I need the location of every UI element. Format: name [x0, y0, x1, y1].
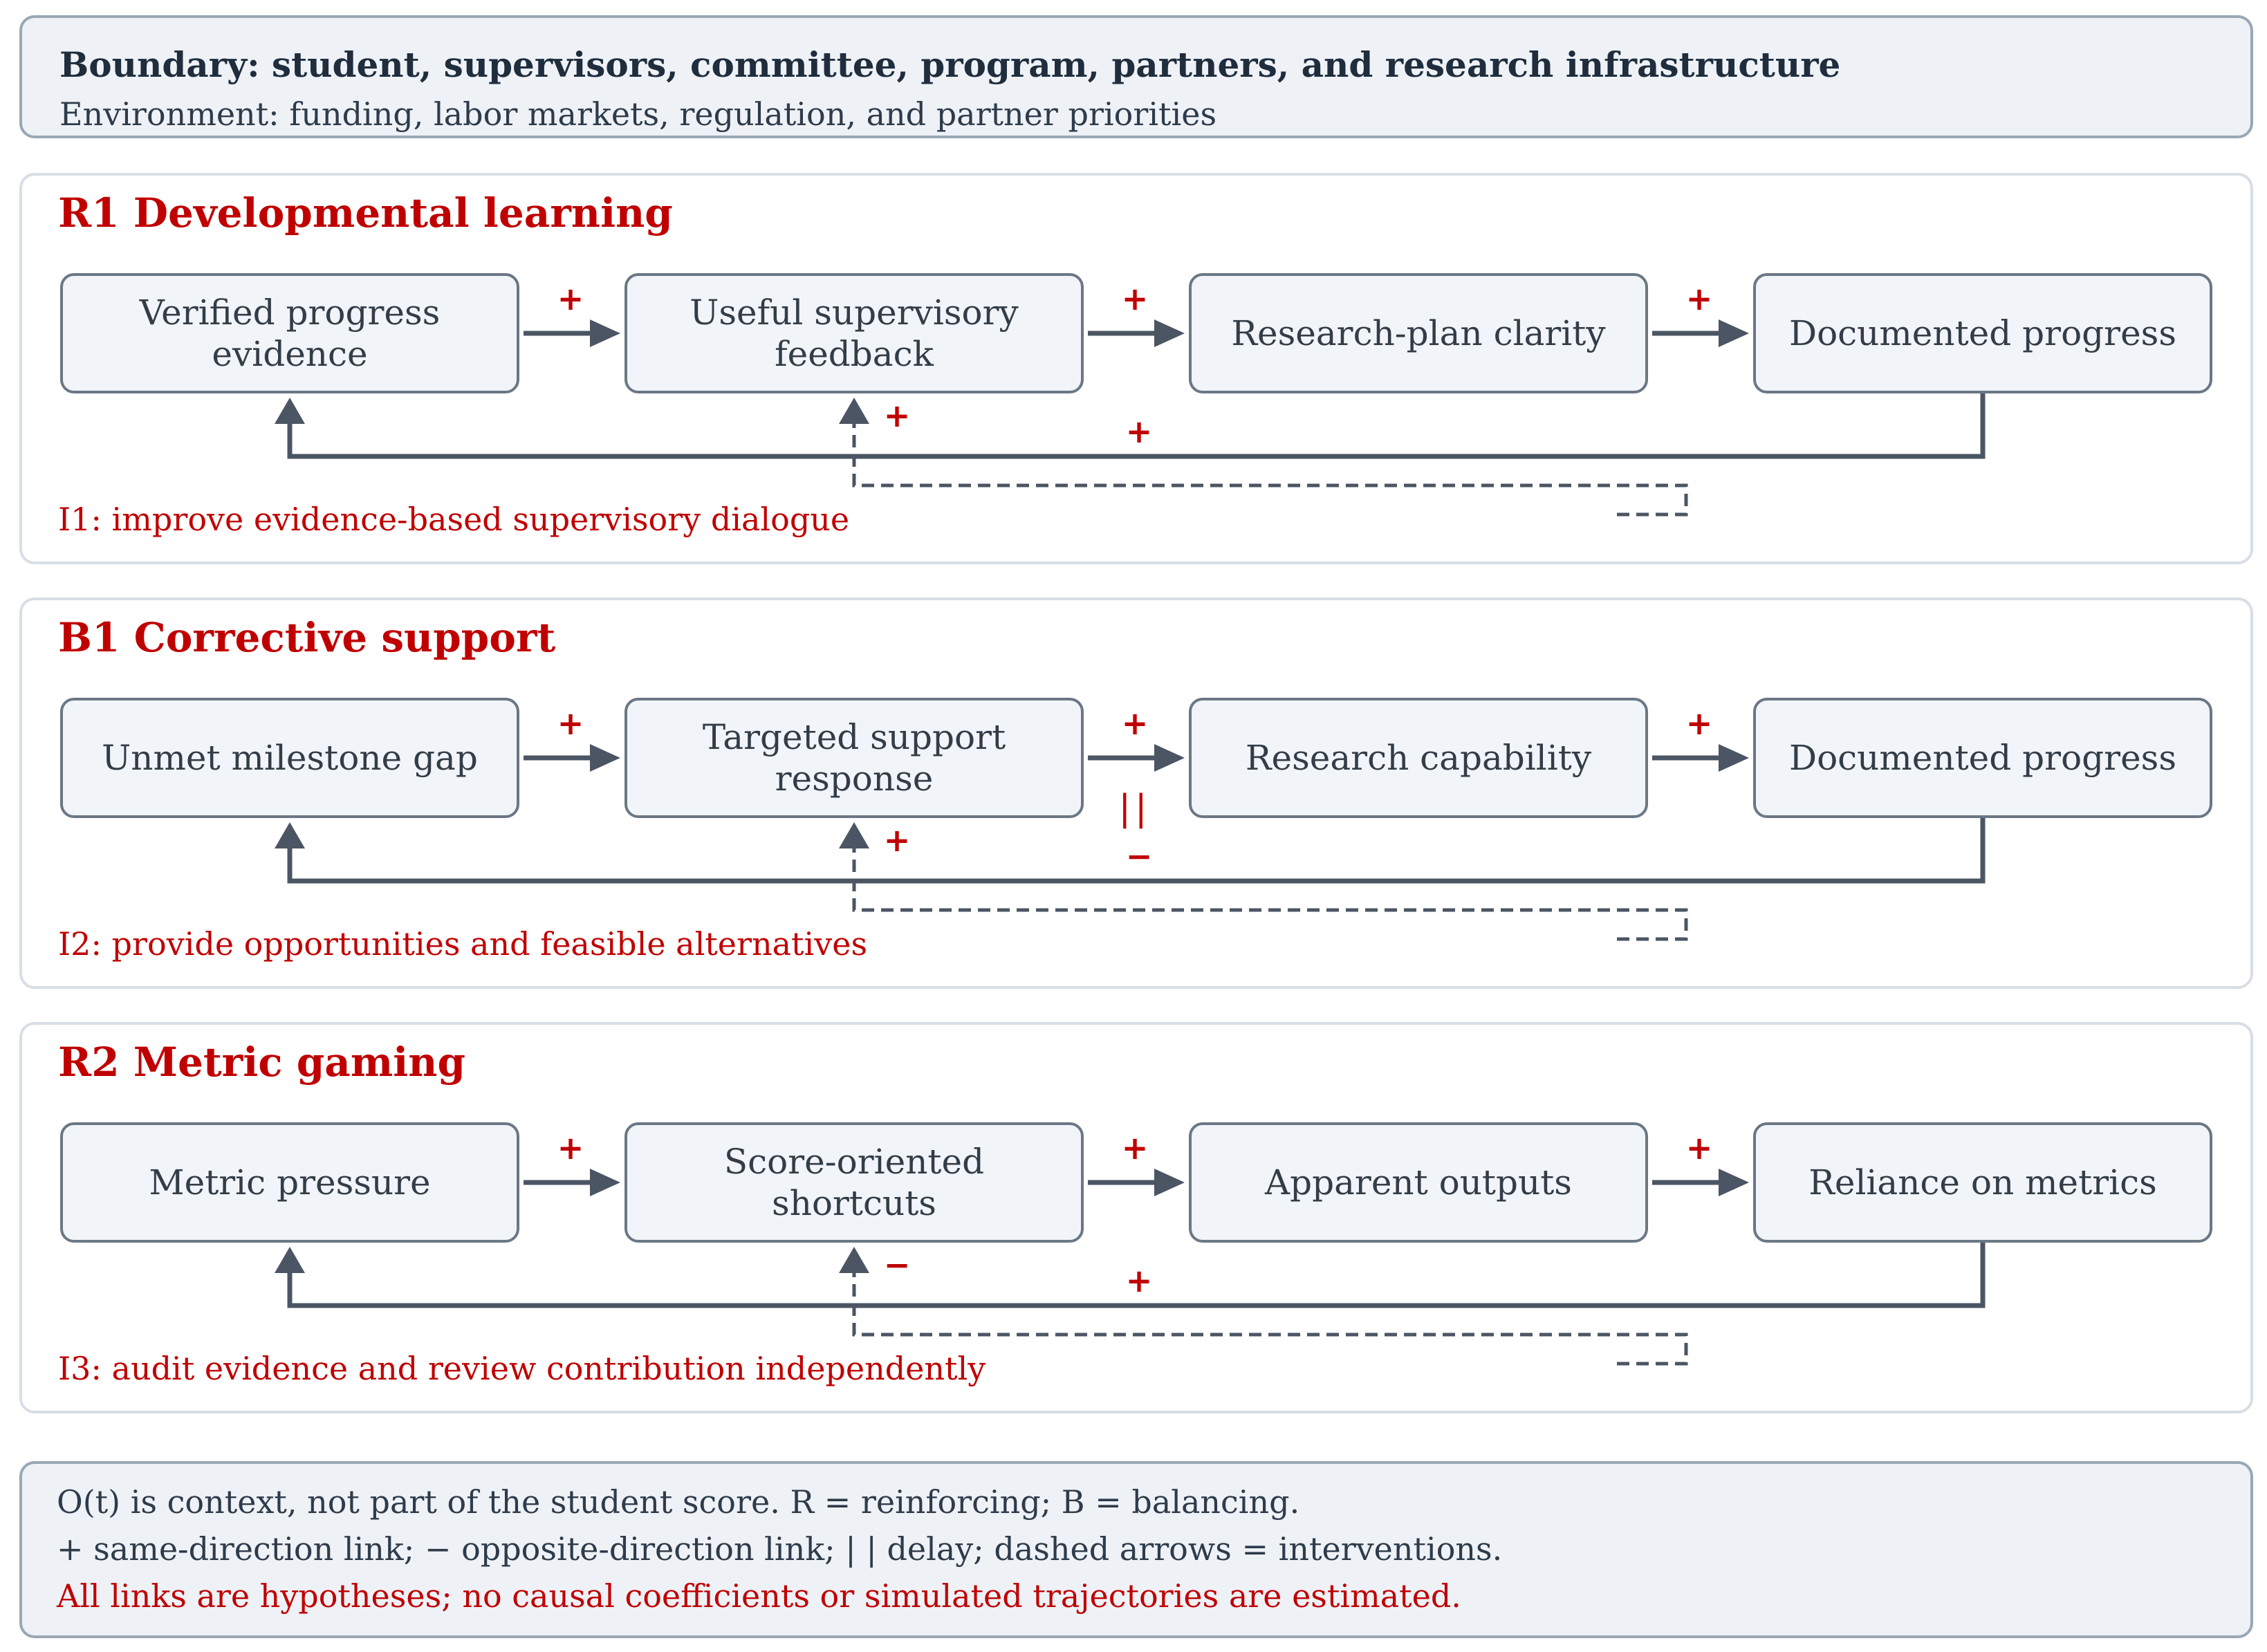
arrowhead — [590, 319, 620, 347]
loop-node: Score-oriented shortcuts — [624, 1122, 1084, 1243]
arrowhead — [275, 822, 305, 848]
arrowhead — [1154, 1169, 1185, 1196]
link-sign: + — [557, 1129, 584, 1167]
arrowhead — [590, 744, 620, 772]
arrowhead — [839, 398, 869, 424]
loop-title: R1 Developmental learning — [58, 189, 673, 236]
loop-panel-r1: R1 Developmental learning + + + + + Verified… — [19, 173, 2253, 564]
arrowhead — [1154, 319, 1185, 347]
environment-text: Environment: funding, labor markets, reg… — [59, 95, 1217, 133]
arrowhead — [1719, 744, 1749, 772]
loop-panel-r2: R2 Metric gaming + + + + − Metric pressure S… — [19, 1022, 2253, 1413]
arrowhead — [839, 1247, 869, 1273]
legend-line-3: All links are hypotheses; no causal coef… — [57, 1577, 1461, 1615]
loop-diagram: + + + + + — [275, 280, 1986, 517]
loop-node: Apparent outputs — [1189, 1122, 1648, 1243]
link-sign: + — [1122, 280, 1149, 317]
intervention-label: I3: audit evidence and review contributi… — [58, 1350, 986, 1387]
link-sign: + — [1686, 1129, 1713, 1167]
arrowhead — [275, 1247, 305, 1273]
intervention-sign: − — [884, 1246, 911, 1283]
link-sign: + — [1686, 705, 1713, 742]
loop-node: Research capability — [1189, 698, 1648, 818]
feedback-arrow — [287, 393, 1986, 459]
intervention-label: I2: provide opportunities and feasible a… — [58, 925, 868, 963]
loop-title: B1 Corrective support — [58, 614, 556, 661]
feedback-sign: + — [1126, 1262, 1153, 1299]
arrowhead — [1154, 744, 1185, 772]
loop-node: Reliance on metrics — [1753, 1122, 2212, 1243]
loop-diagram: + + + + − — [275, 1129, 1986, 1366]
intervention-arrow — [852, 421, 1688, 517]
intervention-arrow — [852, 1270, 1688, 1366]
feedback-arrow — [287, 818, 1986, 884]
legend-panel: O(t) is context, not part of the student… — [19, 1461, 2253, 1638]
arrowhead — [1719, 319, 1749, 347]
intervention-sign: + — [884, 822, 911, 859]
loop-diagram: + + || + − + — [275, 705, 1986, 941]
legend-line-2: + same-direction link; − opposite-direct… — [57, 1530, 1503, 1568]
feedback-sign: + — [1126, 413, 1153, 450]
loop-node: Research-plan clarity — [1189, 273, 1648, 393]
intervention-arrow — [852, 846, 1688, 941]
arrowhead — [590, 1169, 620, 1196]
loop-node: Targeted support response — [624, 698, 1084, 818]
arrowhead — [275, 398, 305, 424]
loop-node: Documented progress — [1753, 698, 2212, 818]
boundary-panel: Boundary: student, supervisors, committe… — [19, 15, 2253, 138]
loop-panel-b1: B1 Corrective support + + || + − + Unmet mile… — [19, 597, 2253, 989]
link-sign: + — [557, 280, 584, 317]
link-sign: + — [1122, 1129, 1149, 1167]
loop-node: Metric pressure — [60, 1122, 519, 1243]
loop-node: Unmet milestone gap — [60, 698, 519, 818]
intervention-sign: + — [884, 397, 911, 434]
feedback-arrow — [287, 1243, 1986, 1308]
loop-node: Documented progress — [1753, 273, 2212, 393]
link-sign: + — [1122, 705, 1149, 742]
arrowhead — [839, 822, 869, 848]
link-sign: + — [1686, 280, 1713, 317]
arrowhead — [1719, 1169, 1749, 1196]
intervention-label: I1: improve evidence-based supervisory d… — [58, 501, 850, 538]
delay-marker: || — [1118, 788, 1151, 829]
boundary-title: Boundary: student, supervisors, committe… — [59, 44, 1841, 85]
loop-node: Useful supervisory feedback — [624, 273, 1084, 393]
feedback-sign: − — [1126, 837, 1153, 875]
link-sign: + — [557, 705, 584, 742]
loop-title: R2 Metric gaming — [58, 1039, 466, 1086]
legend-line-1: O(t) is context, not part of the student… — [57, 1483, 1300, 1521]
loop-node: Verified progress evidence — [60, 273, 519, 393]
